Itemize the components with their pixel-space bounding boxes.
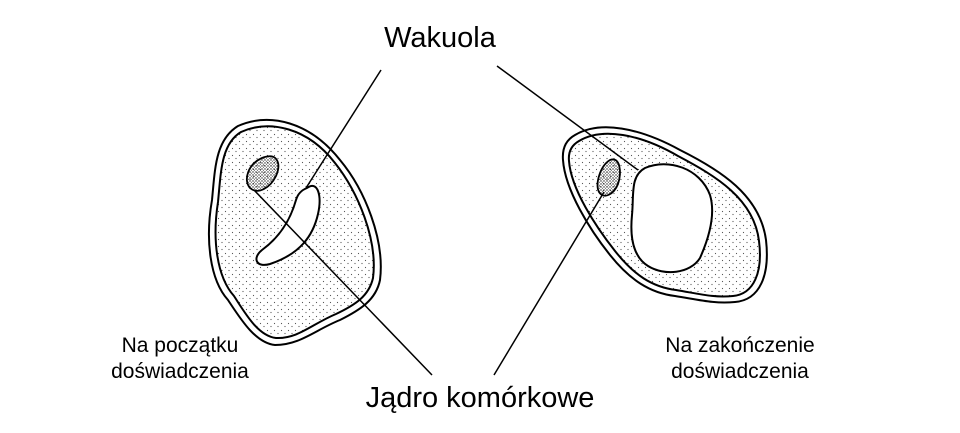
cell-end (561, 126, 768, 304)
leader-vacuole-start (305, 69, 382, 189)
leader-vacuole-end (496, 65, 639, 171)
cell-start-wall (207, 119, 382, 347)
nucleus-start (246, 155, 280, 192)
label-start-line2: doświadczenia (111, 360, 249, 384)
leader-nucleus-end (493, 191, 605, 376)
leader-nucleus-start (253, 189, 433, 376)
label-vacuole: Wakuola (384, 22, 496, 54)
label-start-line1: Na początku (121, 334, 239, 357)
label-end: Na zakończenie doświadczenia (630, 333, 850, 386)
label-start: Na początku doświadczenia (80, 333, 280, 386)
label-nucleus: Jądro komórkowe (365, 382, 595, 414)
label-end-line1: Na zakończenie (665, 334, 815, 357)
nucleus-end (596, 158, 621, 197)
label-end-line2: doświadczenia (671, 360, 809, 384)
vacuole-end (630, 163, 714, 274)
cell-end-wall (561, 126, 768, 304)
